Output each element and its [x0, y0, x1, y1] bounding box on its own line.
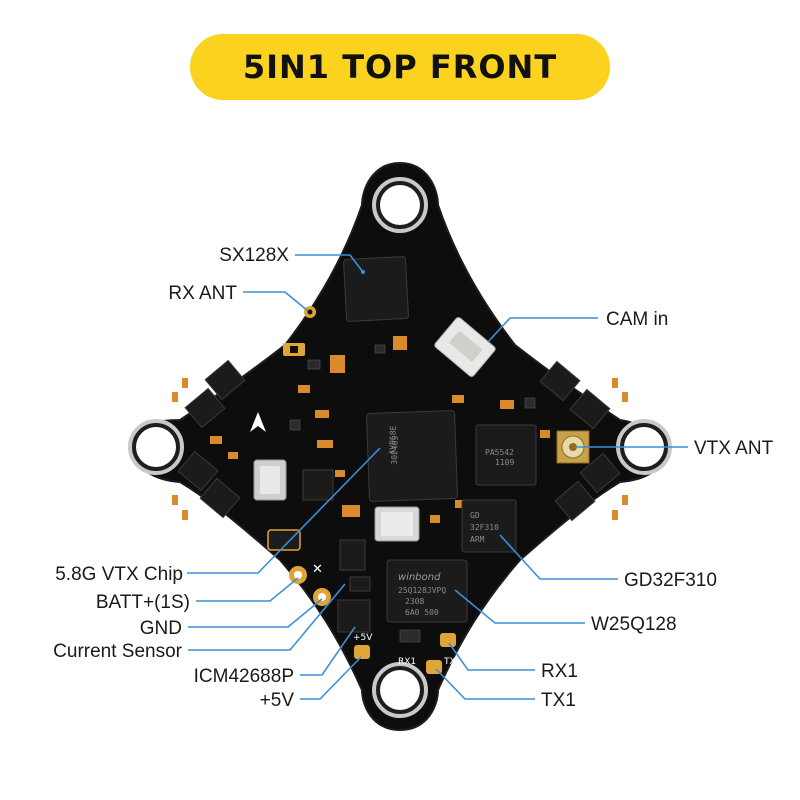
svg-text:2308: 2308	[405, 597, 424, 606]
batt-pad	[289, 566, 307, 584]
svg-text:302405: 302405	[390, 435, 400, 464]
leader-lines	[187, 254, 688, 700]
callout-labels: SX128X RX ANT CAM in VTX ANT 5.8G VTX Ch…	[53, 245, 773, 711]
label-icm: ICM42688P	[194, 666, 294, 687]
crystal-2	[374, 506, 420, 542]
svg-text:ARM: ARM	[470, 535, 485, 544]
svg-text:winbond: winbond	[398, 572, 441, 583]
5v-pad	[354, 645, 370, 659]
svg-text:GD: GD	[470, 511, 480, 520]
esc-fets-right	[539, 360, 621, 522]
title-banner: 5IN1 TOP FRONT	[190, 34, 610, 100]
rx1-pad	[440, 633, 456, 647]
silk-x-mark: ✕	[312, 561, 323, 576]
pa-chip: PA5542 1109	[475, 424, 537, 486]
label-gd32: GD32F310	[624, 570, 717, 591]
mounting-hole-top	[372, 177, 428, 233]
label-batt: BATT+(1S)	[96, 592, 190, 613]
label-sx128x: SX128X	[219, 245, 289, 266]
crystal-can	[253, 459, 287, 501]
label-w25: W25Q128	[591, 614, 677, 635]
silk-tx1: TX1	[443, 657, 461, 667]
label-cam-in: CAM in	[606, 309, 668, 330]
label-rx-ant: RX ANT	[168, 283, 237, 304]
edge-pads	[172, 378, 628, 520]
mounting-hole-bottom	[372, 662, 428, 718]
arrow-a-logo-icon	[250, 412, 266, 432]
label-vtx-ant: VTX ANT	[694, 438, 774, 459]
sx128x-chip	[343, 256, 409, 322]
silk-rx1: RX1	[398, 657, 416, 667]
label-5v: +5V	[260, 690, 295, 711]
silk-5v: +5V	[353, 633, 373, 643]
w25q128-chip: winbond 25Q128JVPQ 2308 6A0 500	[386, 559, 468, 623]
svg-text:PA5542: PA5542	[485, 448, 514, 457]
cam-connector	[434, 317, 496, 377]
gnd-pad	[313, 588, 331, 606]
svg-text:6A0 500: 6A0 500	[405, 608, 439, 617]
page-title: 5IN1 TOP FRONT	[242, 48, 558, 86]
label-vtx-chip: 5.8G VTX Chip	[55, 564, 183, 585]
vtx-chip: AV058E 302405	[366, 410, 458, 502]
gd32-chip: GD 32F310 ARM	[461, 499, 517, 553]
esc-fets-left	[177, 359, 246, 519]
mounting-hole-left	[128, 419, 184, 475]
label-current-sensor: Current Sensor	[53, 641, 183, 662]
label-rx1: RX1	[541, 661, 578, 682]
label-gnd: GND	[140, 618, 182, 639]
svg-text:32F310: 32F310	[470, 523, 499, 532]
icm42688p-chip	[337, 599, 371, 633]
svg-text:25Q128JVPQ: 25Q128JVPQ	[398, 586, 446, 595]
svg-text:1109: 1109	[495, 458, 514, 467]
label-tx1: TX1	[541, 690, 576, 711]
svg-text:AV058E: AV058E	[388, 425, 398, 454]
